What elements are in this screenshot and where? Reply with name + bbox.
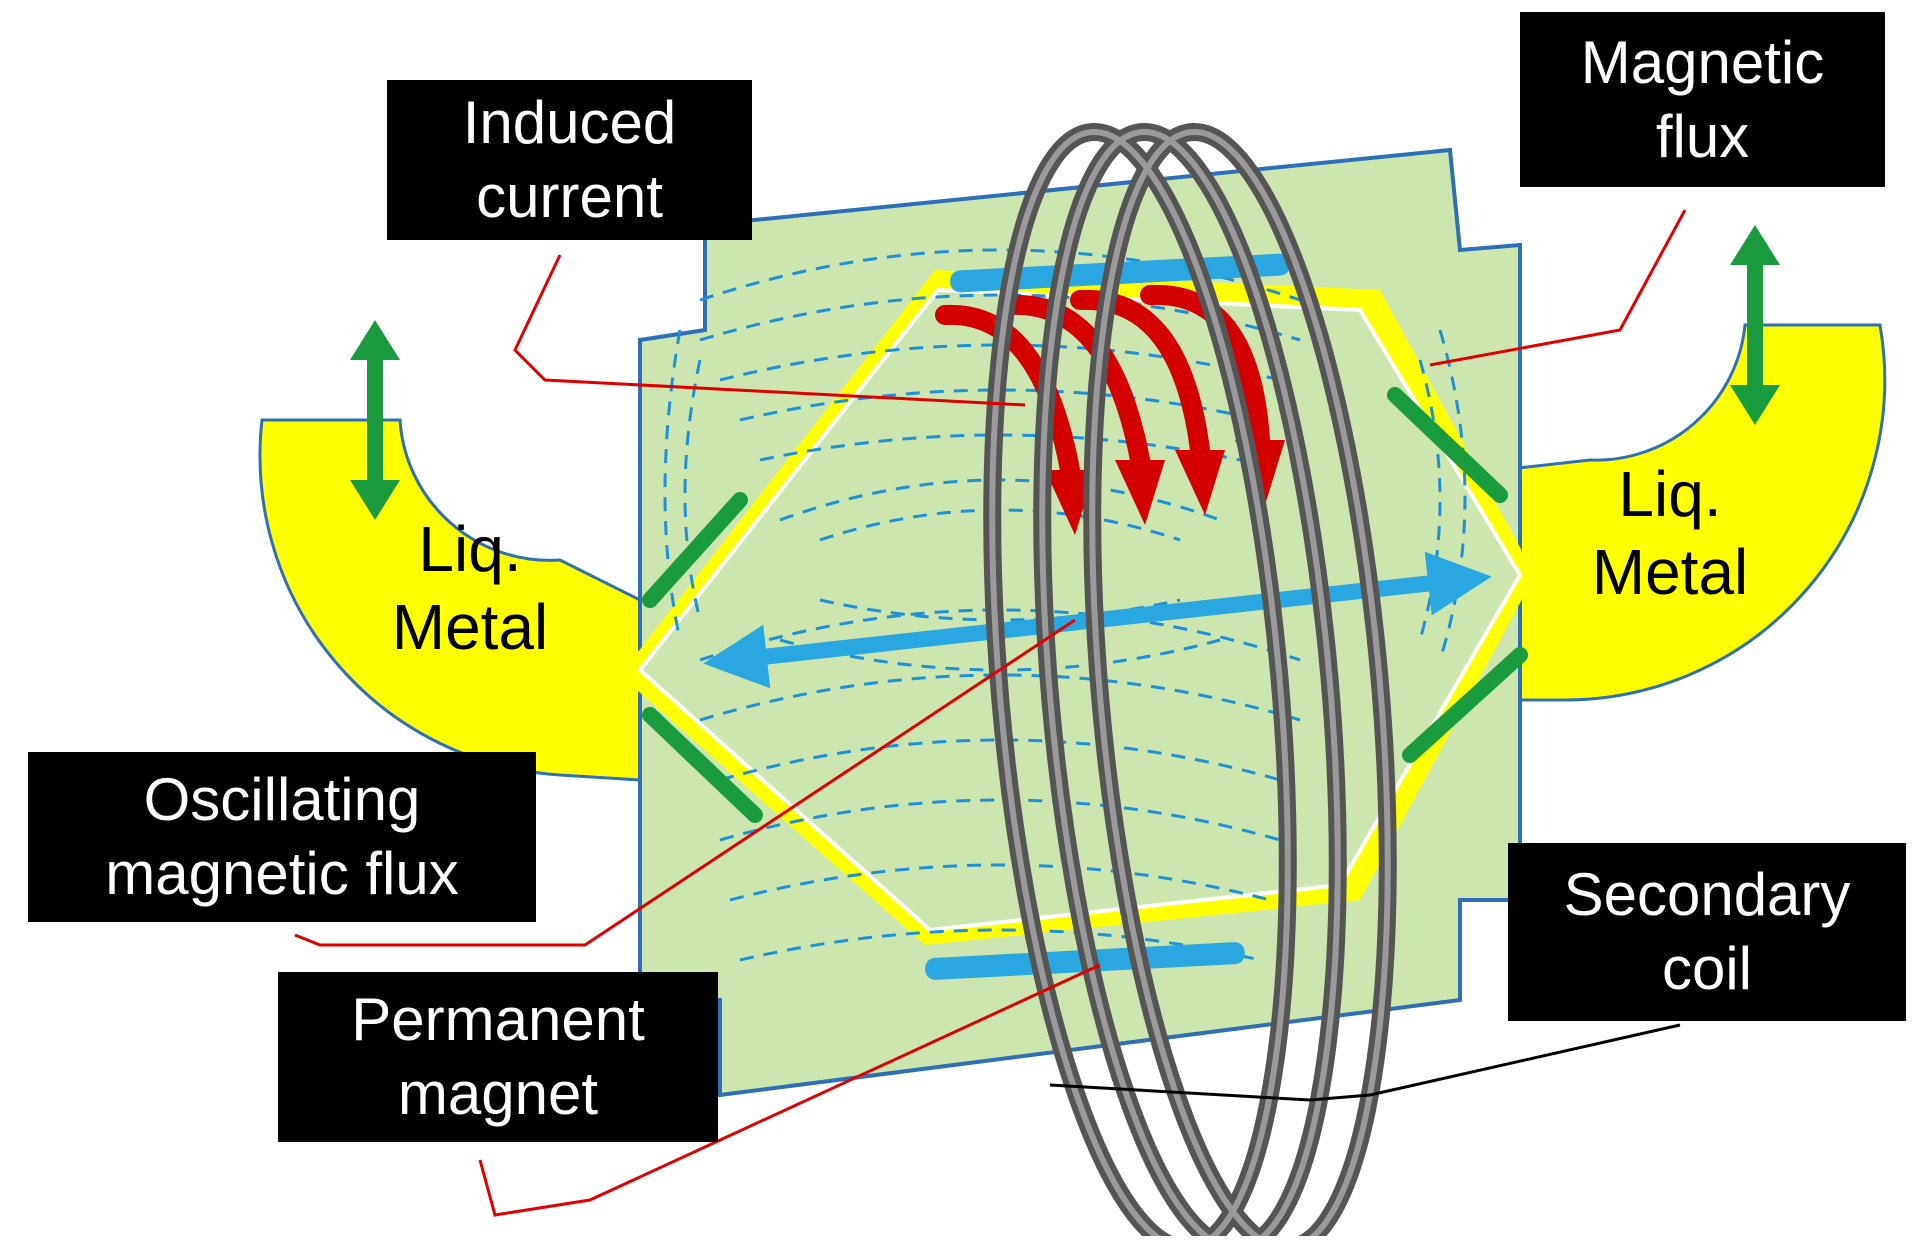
oscillation-arrows	[350, 225, 1780, 823]
magnetic-flux-line-1: Magnetic	[1580, 28, 1825, 96]
liq-left-line-2: Metal	[391, 591, 549, 663]
magnetic-flux-line-2: flux	[1655, 102, 1750, 170]
liquid-metal-left-label: Liq. Metal	[370, 510, 570, 666]
liq-left-line-1: Liq.	[418, 513, 522, 585]
induced-current-line-1: Induced	[462, 89, 677, 156]
secondary-coil-highlight	[989, 128, 1391, 1241]
liq-right-line-1: Liq.	[1618, 458, 1722, 530]
permanent-magnet-label: Permanent magnet	[278, 972, 718, 1142]
oscillating-flux-line-1: Oscillating	[143, 766, 421, 833]
permanent-magnet-line-1: Permanent	[351, 986, 645, 1053]
magnetic-flux-label: Magnetic flux	[1520, 12, 1885, 187]
permanent-magnet-line-2: magnet	[397, 1060, 599, 1127]
secondary-coil-line-1: Secondary	[1563, 861, 1851, 928]
liquid-metal-right-label: Liq. Metal	[1570, 455, 1770, 611]
leader-lines	[294, 209, 1687, 1217]
oscillating-flux-label: Oscillating magnetic flux	[28, 752, 536, 922]
induced-current-line-2: current	[476, 163, 663, 230]
secondary-coil-line-2: coil	[1661, 935, 1753, 1002]
induced-current-label: Induced current	[387, 80, 752, 240]
oscillating-flux-line-2: magnetic flux	[105, 840, 459, 907]
secondary-coil-label: Secondary coil	[1508, 843, 1906, 1021]
liquid-metal-right	[1498, 323, 1887, 702]
induced-current-arrows	[935, 284, 1270, 480]
liq-right-line-2: Metal	[1591, 536, 1749, 608]
